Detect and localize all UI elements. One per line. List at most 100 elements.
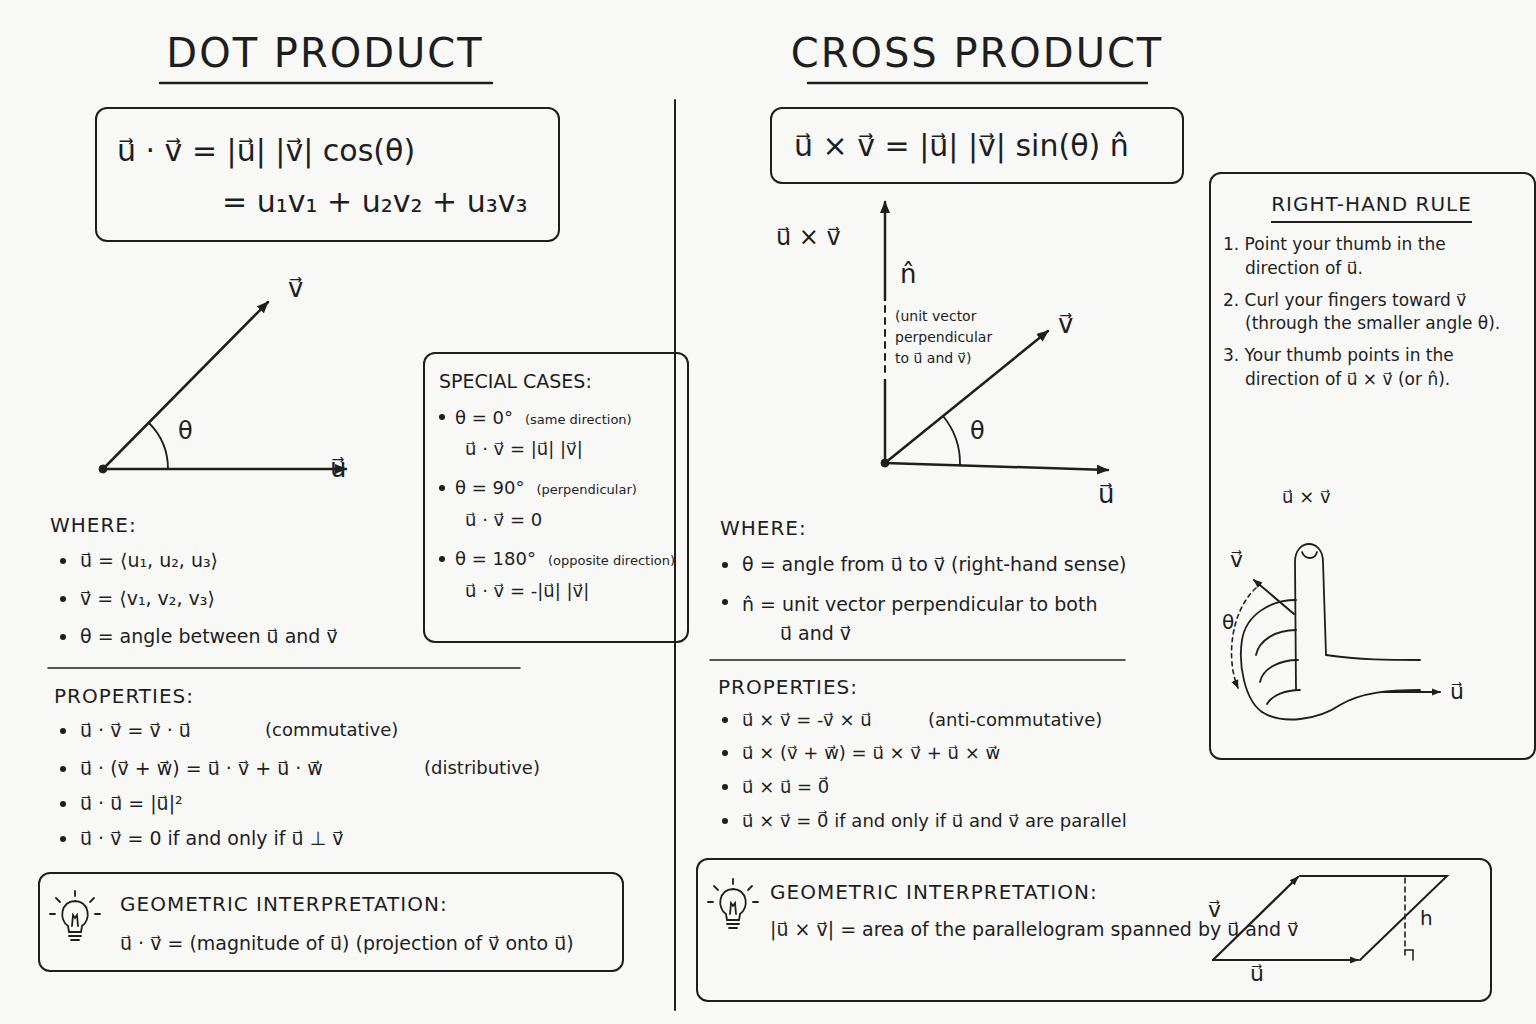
separator-line	[710, 659, 1125, 661]
property-text: u⃗ · v⃗ = v⃗ · u⃗	[80, 719, 191, 743]
box-text: u⃗ · v⃗ = -|u⃗| |v⃗|	[465, 580, 589, 601]
bullet-dot	[60, 801, 66, 807]
vector-label: u⃗ × v⃗	[776, 222, 841, 252]
note-text: (perpendicular)	[536, 482, 636, 497]
heading-underline	[160, 82, 492, 85]
heading: DOT PRODUCT	[166, 28, 483, 78]
interpretation-box: GEOMETRIC INTERPRETATION: u⃗ · v⃗ = (magn…	[38, 872, 624, 972]
bullet-dot	[439, 485, 445, 491]
box-text: 2. Curl your fingers toward v⃗ (through …	[1223, 290, 1500, 334]
right-hand-rule-box: RIGHT-HAND RULE 1. Point your thumb in th…	[1209, 172, 1536, 760]
bullet-dot	[439, 414, 445, 420]
vector-label: u⃗	[1098, 478, 1114, 511]
bullet-dot	[60, 728, 66, 734]
vector-label: v⃗	[1208, 896, 1221, 924]
section-heading: PROPERTIES:	[718, 675, 858, 700]
heading: CROSS PRODUCT	[791, 28, 1164, 78]
box-text: u⃗ × v⃗ = |u⃗| |v⃗| sin(θ) n̂	[794, 128, 1129, 163]
property-note: (commutative)	[265, 719, 398, 742]
box-heading: GEOMETRIC INTERPRETATION:	[120, 892, 448, 916]
hand-illustration	[1241, 544, 1420, 719]
vector-label: u⃗ × v⃗	[1282, 486, 1331, 509]
definition-text: θ = angle from u⃗ to v⃗ (right-hand sens…	[742, 553, 1126, 577]
angle-label: θ	[178, 416, 193, 446]
property-text: u⃗ × v⃗ = 0⃗ if and only if u⃗ and v⃗ ar…	[742, 810, 1127, 833]
bullet-dot	[722, 818, 728, 824]
box-text: u⃗ · v⃗ = (magnitude of u⃗) (projection …	[120, 932, 574, 954]
vector-arrow	[1254, 580, 1294, 614]
vector-arrow	[885, 463, 1108, 470]
angle-arc	[1232, 588, 1256, 688]
bullet-dot	[60, 634, 66, 640]
vector-label: v⃗	[288, 272, 303, 305]
box-text: u⃗ · v⃗ = |u⃗| |v⃗|	[465, 438, 583, 459]
box-text: θ = 90°	[455, 477, 524, 498]
formula-box: u⃗ × v⃗ = |u⃗| |v⃗| sin(θ) n̂	[770, 107, 1184, 184]
bullet-dot	[722, 750, 728, 756]
angle-arc	[149, 423, 168, 469]
bullet-dot	[60, 836, 66, 842]
bullet-dot	[722, 562, 728, 568]
vector-arrow	[1382, 691, 1440, 693]
property-text: u⃗ × u⃗ = 0⃗	[742, 776, 829, 799]
vector-arrow	[103, 468, 346, 471]
definition-text: v⃗ = ⟨v₁, v₂, v₃⟩	[80, 587, 215, 611]
vector-arrow	[1213, 959, 1358, 961]
vector-label: n̂	[900, 258, 916, 291]
section-heading: PROPERTIES:	[54, 684, 194, 709]
vector-label: u⃗	[330, 452, 346, 485]
bullet-dot	[60, 766, 66, 772]
property-text: u⃗ × (v⃗ + w⃗) = u⃗ × v⃗ + u⃗ × w⃗	[742, 742, 1000, 765]
normal-axis-dashed	[884, 306, 886, 372]
interpretation-box: GEOMETRIC INTERPRETATION:|u⃗ × v⃗| = are…	[696, 858, 1492, 1002]
lightbulb-icon	[708, 879, 758, 928]
height-label: h	[1420, 906, 1433, 931]
bullet-dot	[439, 556, 445, 562]
section-heading: WHERE:	[720, 516, 807, 541]
section-heading: WHERE:	[50, 513, 137, 538]
axis-note: (unit vector perpendicular to u⃗ and v⃗)	[895, 306, 1007, 369]
vector-label: u⃗	[1250, 960, 1264, 988]
vector-label: v⃗	[1058, 308, 1073, 341]
normal-axis	[884, 380, 887, 463]
definition-text: n̂ = unit vector perpendicular to both u…	[742, 590, 1110, 647]
vector-label: u⃗	[1450, 678, 1464, 706]
box-text: θ = 0°	[455, 407, 513, 428]
right-angle-mark	[1405, 950, 1413, 960]
origin-dot	[99, 465, 107, 473]
box-text: SPECIAL CASES:	[439, 370, 592, 392]
vector-label: v⃗	[1230, 546, 1243, 574]
heading-underline	[808, 82, 1147, 85]
property-note: (anti-commutative)	[928, 709, 1102, 732]
vector-arrow	[103, 302, 268, 469]
origin-dot	[881, 459, 889, 467]
angle-label: θ	[1222, 610, 1234, 635]
property-text: u⃗ · (v⃗ + w⃗) = u⃗ · v⃗ + u⃗ · w⃗	[80, 757, 323, 781]
box-text: 1. Point your thumb in the direction of …	[1223, 234, 1446, 278]
bullet-dot	[722, 599, 728, 605]
note-text: (opposite direction)	[548, 553, 675, 568]
height-line	[1404, 878, 1406, 958]
angle-label: θ	[970, 416, 985, 446]
angle-arc	[943, 416, 960, 465]
note-text: (same direction)	[525, 412, 632, 427]
definition-text: θ = angle between u⃗ and v⃗	[80, 625, 338, 649]
box-text: u⃗ · v⃗ = 0	[465, 509, 542, 530]
box-text: RIGHT-HAND RULE	[1271, 190, 1472, 223]
property-note: (distributive)	[424, 757, 540, 780]
lightbulb-icon	[50, 891, 100, 940]
separator-line	[48, 667, 520, 669]
bullet-dot	[722, 717, 728, 723]
box-text: = u₁v₁ + u₂v₂ + u₃v₃	[222, 184, 528, 219]
bullet-dot	[60, 558, 66, 564]
property-text: u⃗ · u⃗ = |u⃗|²	[80, 792, 183, 816]
box-text: 3. Your thumb points in the direction of…	[1223, 345, 1454, 389]
formula-box: u⃗ · v⃗ = |u⃗| |v⃗| cos(θ) = u₁v₁ + u₂v₂ …	[95, 107, 560, 242]
bullet-dot	[722, 784, 728, 790]
box-text: u⃗ · v⃗ = |u⃗| |v⃗| cos(θ)	[117, 133, 415, 168]
parallelogram	[1300, 876, 1447, 960]
property-text: u⃗ × v⃗ = -v⃗ × u⃗	[742, 709, 872, 732]
box-heading: GEOMETRIC INTERPRETATION:	[770, 880, 1098, 904]
bullet-dot	[60, 596, 66, 602]
